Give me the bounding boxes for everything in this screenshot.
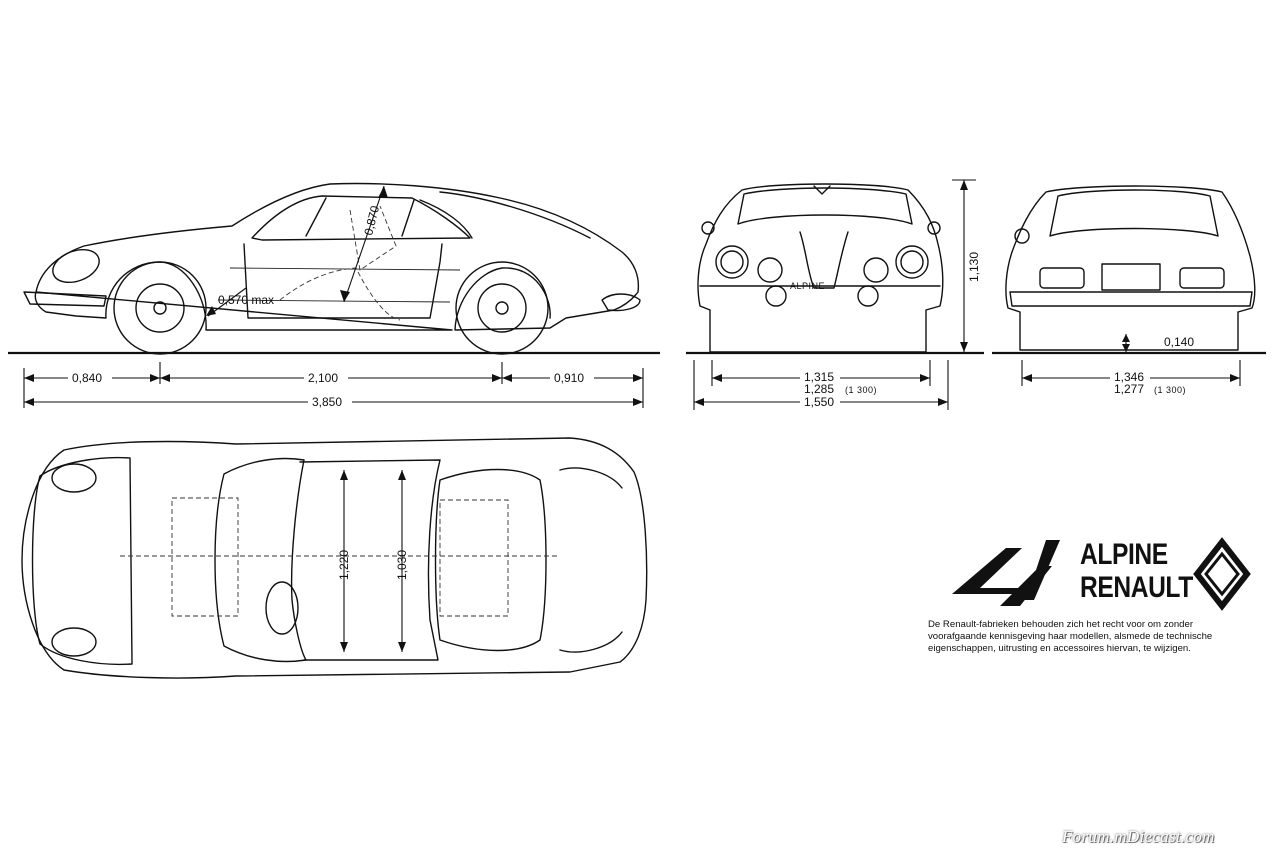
side-front-tyre <box>113 261 207 355</box>
dim-front-track-alt-note: (1 300) <box>845 385 877 395</box>
dim-front-track: 1,315 <box>804 370 834 384</box>
rear-light-left <box>1039 267 1085 289</box>
side-sill-line <box>217 299 451 303</box>
front-body-outline <box>697 183 944 353</box>
front-headlight-left <box>715 245 749 279</box>
side-b-pillar <box>401 199 415 237</box>
front-mirror-left <box>701 221 715 235</box>
front-fog-left <box>757 257 783 283</box>
side-seat-outline <box>279 267 401 321</box>
side-front-rim <box>135 283 185 333</box>
rear-window <box>1049 189 1219 237</box>
disclaimer-text: De Renault-fabrieken behouden zich het r… <box>928 619 1213 654</box>
dim-overall-length: 3,850 <box>312 395 342 409</box>
dim-ground-clearance: 0,140 <box>1164 335 1194 349</box>
side-body-outline <box>34 182 640 331</box>
brand-line-alpine: ALPINE <box>1080 538 1168 571</box>
side-quarter-window <box>419 199 473 239</box>
side-window <box>251 195 471 241</box>
rear-bumper <box>1009 291 1253 307</box>
top-headlight-right <box>51 627 97 657</box>
side-rear-rim <box>477 283 527 333</box>
dim-legroom: 0,570 max <box>218 293 274 307</box>
side-front-hub <box>153 301 167 315</box>
front-fog-right <box>863 257 889 283</box>
top-seat-outline-front <box>171 497 239 617</box>
dim-interior-width-front: 1,220 <box>337 550 351 580</box>
front-badge: ALPINE <box>790 281 825 291</box>
watermark: Forum.mDiecast.com <box>1062 827 1215 846</box>
top-roof <box>299 459 441 661</box>
top-steering-wheel <box>265 581 299 635</box>
dim-front-track-alt: 1,285 <box>804 382 834 396</box>
brand-line-renault: RENAULT <box>1080 571 1193 604</box>
side-rear-hub <box>495 301 509 315</box>
top-view: 1,220 1,030 <box>21 437 648 679</box>
front-mirror <box>813 185 831 195</box>
dim-rear-track-alt-note: (1 300) <box>1154 385 1186 395</box>
dim-overall-width: 1,550 <box>804 395 834 409</box>
front-headlight-right <box>895 245 929 279</box>
top-rear-window <box>434 468 547 652</box>
rear-body-outline <box>1005 185 1256 351</box>
side-door <box>243 243 443 319</box>
top-engine-vents <box>559 467 623 653</box>
front-nose <box>799 231 849 289</box>
rear-light-right <box>1179 267 1225 289</box>
top-front-nose <box>31 456 133 666</box>
brand-wordmark: ALPINE RENAULT <box>1080 538 1193 604</box>
dim-wheelbase: 2,100 <box>308 371 338 385</box>
dim-interior-width-rear: 1,030 <box>395 550 409 580</box>
dim-front-overhang: 0,840 <box>72 371 102 385</box>
side-headlight <box>52 248 100 284</box>
renault-diamond-logo <box>1193 537 1251 611</box>
rear-plate <box>1101 263 1161 291</box>
side-front-bumper <box>23 291 107 307</box>
side-headroom-arrow <box>343 185 385 303</box>
side-seat-back <box>349 205 397 271</box>
front-mirror-right <box>927 221 941 235</box>
rear-view: 0,140 1,346 1,277 (1 300) <box>992 185 1266 396</box>
alpine-a-logo <box>952 540 1060 606</box>
side-roof-line <box>439 191 591 239</box>
dim-rear-track: 1,346 <box>1114 370 1144 384</box>
front-view: ALPINE 1,130 1,315 1,285 (1 300) 1,550 <box>686 179 984 410</box>
front-spot-left <box>765 285 787 307</box>
top-windscreen <box>214 457 307 663</box>
side-rear-light <box>601 293 641 312</box>
front-spot-right <box>857 285 879 307</box>
rear-mirror-left <box>1014 228 1030 244</box>
side-a-pillar <box>305 197 327 237</box>
top-headlight-left <box>51 463 97 493</box>
front-windscreen <box>737 187 913 225</box>
side-view: 0,870 0,570 max 0,840 2,100 0,910 3,850 <box>8 182 660 409</box>
dim-rear-overhang: 0,910 <box>554 371 584 385</box>
dim-headroom: 0,870 <box>361 204 382 237</box>
top-seat-outline-rear <box>439 499 509 617</box>
dim-rear-track-alt: 1,277 <box>1114 382 1144 396</box>
dim-overall-height: 1,130 <box>967 252 981 282</box>
side-rear-tyre <box>455 261 549 355</box>
top-body-outline <box>21 437 648 679</box>
